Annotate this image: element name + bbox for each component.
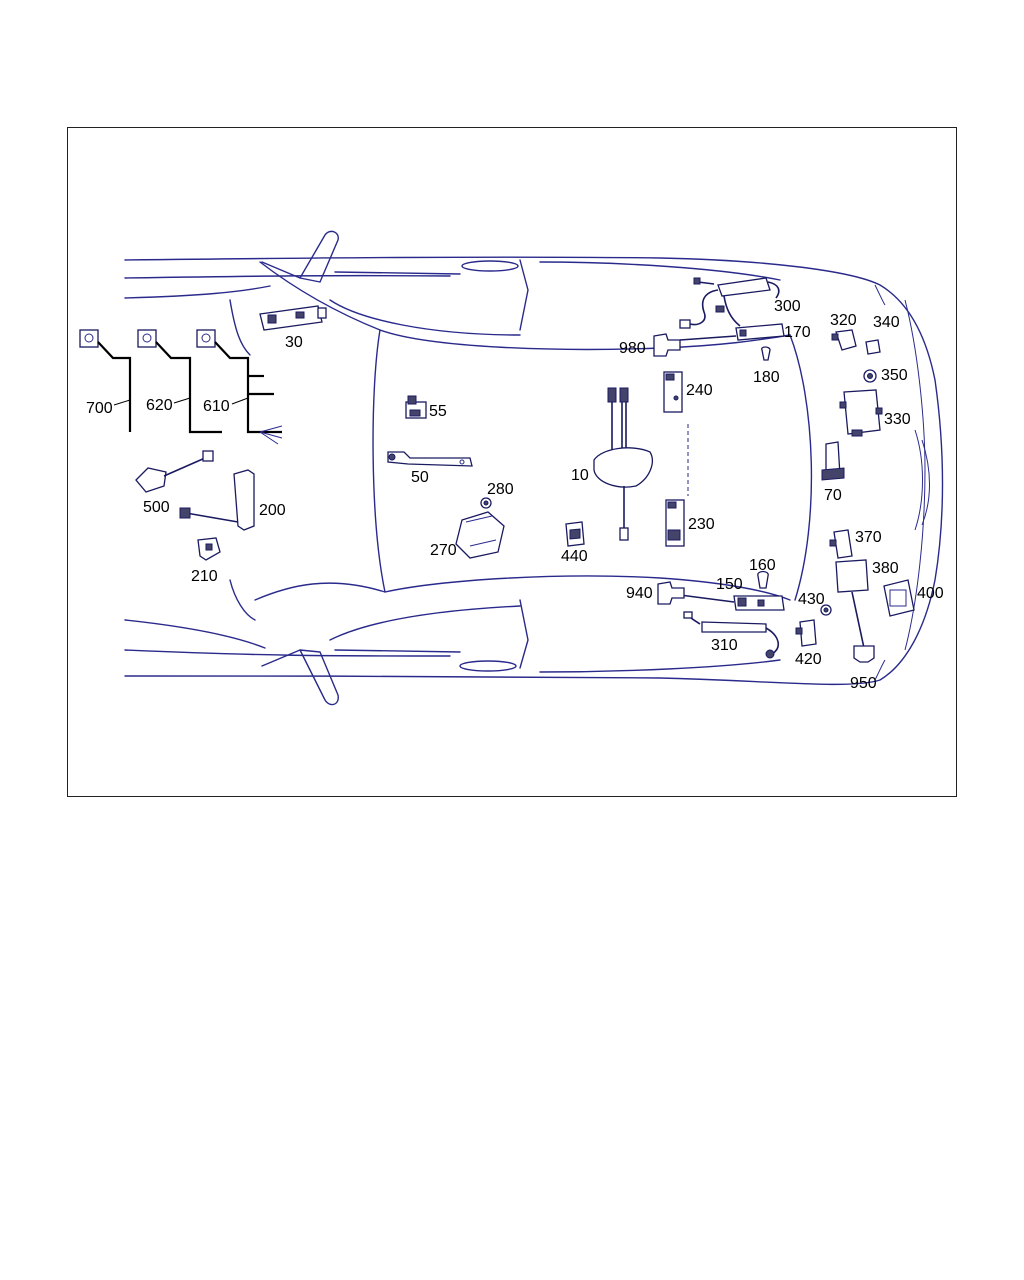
callout-300: 310 [711,637,738,654]
part-160 [757,570,769,589]
callout-610: 610 [203,398,230,415]
callout-30: 30 [285,334,303,351]
callout-70: 70 [824,487,842,504]
callout-950: 950 [850,675,877,692]
part-170 [679,323,785,341]
callout-50: 50 [411,469,429,486]
part-50 [387,451,473,467]
part-950 [853,645,875,663]
part-180 [761,346,771,361]
callout-980: 980 [619,340,646,357]
callout-620: 620 [146,397,173,414]
part-280 [480,497,492,509]
part-300 [683,611,779,659]
part-980 [653,333,681,357]
callout-200: 200 [259,502,286,519]
part-940 [657,581,685,605]
callout-320: 320 [830,312,857,329]
callout-330: 330 [884,411,911,428]
part-420 [565,521,585,547]
part-500 [135,450,214,493]
part-430 [795,619,817,647]
callout-340: 340 [873,314,900,331]
part-150 [679,594,785,611]
callout-10: 10 [571,467,589,484]
callout-430: 420 [795,651,822,668]
callout-55: 55 [429,403,447,420]
part-270 [455,511,505,559]
callout-labels: 700 620 610 30 500 200 210 55 50 280 270… [86,298,944,692]
callout-940: 940 [626,585,653,602]
part-380 [835,559,869,649]
callout-180: 180 [753,369,780,386]
callout-160: 160 [749,557,776,574]
part-240 [663,371,683,413]
callout-170: 170 [784,324,811,341]
part-340 [865,339,881,355]
diagram-frame [67,127,957,797]
harness-brackets [79,329,283,445]
car-body-outline [124,230,944,706]
part-70 [821,441,845,481]
callout-380: 380 [872,560,899,577]
part-10 [593,387,653,541]
part-30 [259,305,327,331]
callout-230: 230 [688,516,715,533]
part-350 [863,369,877,383]
callout-400: 400 [917,585,944,602]
callout-310: 300 [774,298,801,315]
part-440 [820,604,832,616]
callout-500: 500 [143,499,170,516]
callout-350: 350 [881,367,908,384]
callout-150: 150 [716,576,743,593]
callout-420: 440 [561,548,588,565]
part-310 [679,277,780,329]
part-210 [197,537,221,561]
callout-700: 700 [86,400,113,417]
callout-280: 280 [487,481,514,498]
part-230 [665,499,685,547]
part-55 [405,395,427,419]
part-320 [831,329,857,351]
callout-270: 270 [430,542,457,559]
part-400 [883,579,915,617]
part-370 [829,529,853,559]
part-330 [839,389,883,437]
callout-440: 430 [798,591,825,608]
callout-370: 370 [855,529,882,546]
part-200 [179,469,255,531]
callout-210: 210 [191,568,218,585]
callout-240: 240 [686,382,713,399]
